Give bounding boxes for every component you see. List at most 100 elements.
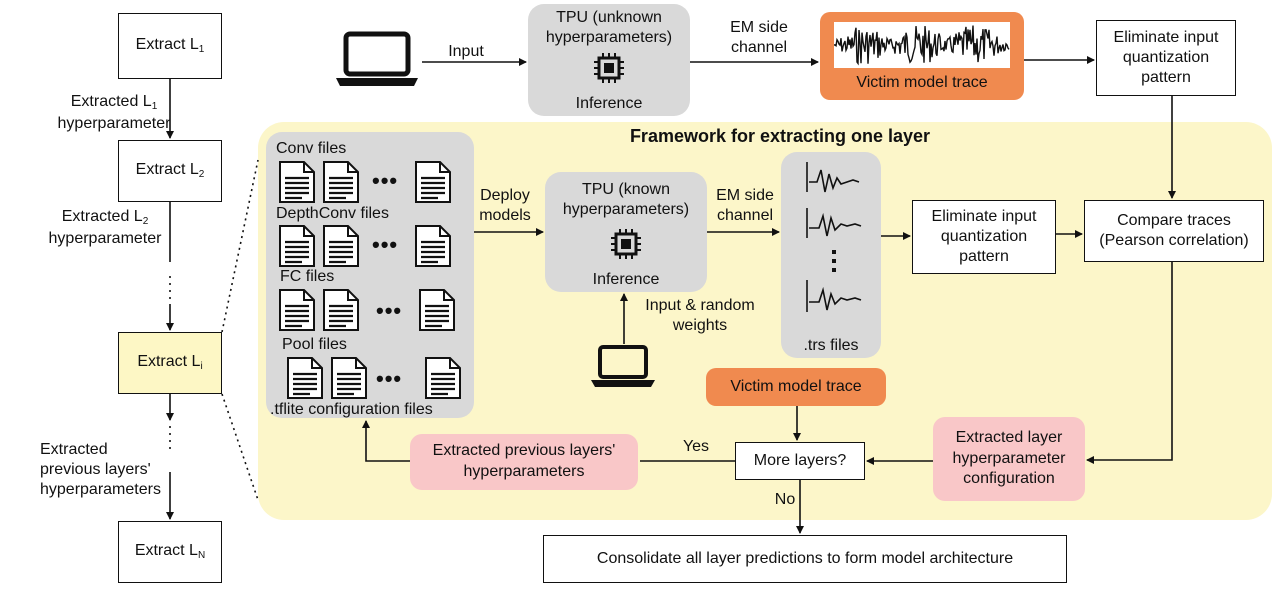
trs-panel [781, 152, 881, 358]
compare-line2: (Pearson correlation) [1099, 232, 1249, 249]
tpu-unknown-line2: hyperparameters) [545, 29, 673, 46]
ellipsis-row3: ••• [376, 298, 403, 323]
eliminate-mid-line1: Eliminate input [931, 208, 1037, 225]
file-icon [331, 357, 367, 399]
extract-l1-label: Extract L [135, 36, 199, 54]
no-label: No [774, 491, 796, 508]
extract-li-label: Extract L [137, 353, 201, 371]
file-icon [323, 161, 359, 203]
fc-files-label: FC files [280, 268, 335, 285]
tpu-known-title: TPU (known hyperparameters) [545, 180, 707, 220]
extract-li-box: Extract Li [118, 332, 222, 394]
extracted-l2-caption: Extracted L2 hyperparameter [44, 207, 166, 249]
extracted-layer-pink: Extracted layer hyperparameter configurati… [933, 417, 1085, 501]
ellipsis-row2: ••• [372, 232, 399, 257]
em-top-line2: channel [730, 39, 788, 56]
file-icon [419, 289, 455, 331]
input-random-line1: Input & random [645, 297, 755, 314]
chip-icon [611, 229, 641, 259]
laptop-icon [591, 345, 655, 387]
input-label: Input [448, 43, 484, 60]
eliminate-mid-line2: quantization [940, 228, 1028, 245]
extract-l2-sub: 2 [198, 169, 205, 181]
ellipsis-row4: ••• [376, 366, 403, 391]
deploy-models-label: Deploy models [474, 186, 536, 226]
deploy-line2: models [479, 207, 531, 224]
em-channel-top: EM side channel [716, 18, 802, 58]
extracted-l2-line2: hyperparameter [48, 229, 162, 247]
trs-files-label: .trs files [803, 337, 859, 354]
tpu-unknown-line1: TPU (unknown [556, 9, 662, 26]
more-layers-box: More layers? [735, 442, 865, 480]
victim-trace-top-label: Victim model trace [856, 74, 988, 91]
input-random-line2: weights [672, 317, 728, 334]
deploy-line1: Deploy [480, 187, 530, 204]
extract-li-sub: i [200, 361, 203, 373]
file-icon [279, 225, 315, 267]
file-icon [415, 161, 451, 203]
extract-ln-label: Extract L [134, 542, 198, 560]
tflite-files-label: .tflite configuration files [270, 401, 433, 418]
extracted-layer-line1: Extracted layer [955, 428, 1063, 446]
extract-l1-box: Extract L1 [118, 13, 222, 79]
file-icon [279, 161, 315, 203]
extracted-l2-sub: 2 [142, 216, 149, 227]
compare-line1: Compare traces [1117, 212, 1231, 229]
pool-files-label: Pool files [282, 336, 347, 353]
file-icon [415, 225, 451, 267]
file-icon [287, 357, 323, 399]
file-icon [323, 225, 359, 267]
extracted-prev-pink-line2: hyperparameters [463, 463, 585, 480]
trs-waveforms [806, 162, 862, 312]
em-mid-line1: EM side [716, 187, 774, 204]
extracted-l1-line2: hyperparameter [57, 114, 171, 132]
compare-traces-box: Compare traces (Pearson correlation) [1084, 200, 1264, 262]
more-layers-label: More layers? [753, 452, 847, 469]
extract-ln-sub: N [197, 550, 206, 562]
ellipsis-row1: ••• [372, 168, 399, 193]
eliminate-top-line2: quantization [1122, 49, 1210, 66]
extracted-prev-pink: Extracted previous layers' hyperparameter… [410, 434, 638, 490]
laptop-icon [336, 31, 418, 86]
extracted-prev-line2: previous layers' [40, 461, 151, 478]
extracted-l1-line1: Extracted L [70, 93, 152, 110]
victim-trace-mid-label: Victim model trace [730, 378, 862, 395]
extract-l2-label: Extract L [135, 161, 199, 179]
tpu-unknown-title: TPU (unknown hyperparameters) [528, 8, 690, 48]
em-top-line1: EM side [730, 19, 788, 36]
eliminate-mid-line3: pattern [959, 248, 1009, 265]
tpu-known-inference: Inference [592, 271, 660, 288]
extracted-prev-caption-left: Extracted previous layers' hyperparamete… [40, 440, 180, 500]
extracted-layer-line3: configuration [963, 470, 1055, 488]
consolidate-box: Consolidate all layer predictions to for… [543, 535, 1067, 583]
extracted-l1-sub: 1 [151, 101, 158, 112]
tpu-known-line1: TPU (known [581, 181, 671, 198]
extract-l1-sub: 1 [198, 44, 205, 56]
victim-trace-mid: Victim model trace [706, 368, 886, 406]
tpu-unknown-inference: Inference [575, 95, 643, 112]
framework-title: Framework for extracting one layer [629, 126, 931, 146]
extracted-prev-line1: Extracted [40, 441, 108, 458]
file-icon [323, 289, 359, 331]
eliminate-top-box: Eliminate input quantization pattern [1096, 20, 1236, 96]
file-icon [425, 357, 461, 399]
em-channel-mid: EM side channel [706, 186, 784, 226]
extract-l2-box: Extract L2 [118, 140, 222, 202]
yes-label: Yes [682, 438, 710, 455]
extracted-layer-line2: hyperparameter [952, 449, 1066, 467]
em-mid-line2: channel [716, 207, 774, 224]
extract-ln-box: Extract LN [118, 521, 222, 583]
conv-files-label: Conv files [276, 140, 347, 157]
tpu-unknown-panel [528, 4, 690, 116]
eliminate-mid-box: Eliminate input quantization pattern [912, 200, 1056, 274]
tpu-known-line2: hyperparameters) [562, 201, 690, 218]
eliminate-top-line1: Eliminate input [1113, 29, 1219, 46]
waveform-icon [834, 22, 1010, 68]
input-random-label: Input & random weights [630, 296, 770, 336]
extracted-prev-pink-line1: Extracted previous layers' [432, 442, 616, 460]
file-icon [279, 289, 315, 331]
depthconv-files-label: DepthConv files [276, 205, 389, 222]
consolidate-label: Consolidate all layer predictions to for… [596, 550, 1014, 567]
eliminate-top-line3: pattern [1141, 69, 1191, 86]
